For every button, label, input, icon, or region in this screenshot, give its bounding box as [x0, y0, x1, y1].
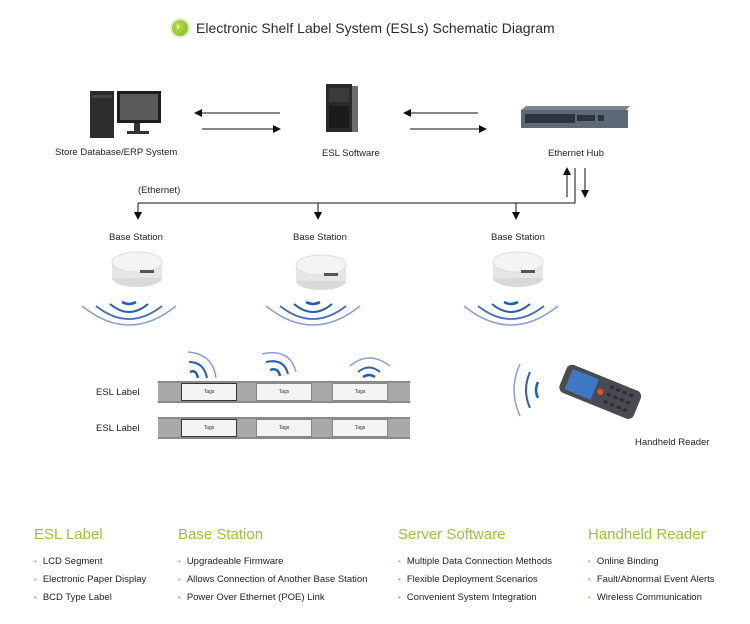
- feature-item: LCD Segment: [34, 553, 146, 571]
- feature-item: Wireless Communication: [588, 589, 715, 607]
- base-station-icon: [111, 251, 163, 287]
- base-station-label: Base Station: [491, 232, 545, 243]
- feature-item: Power Over Ethernet (POE) Link: [178, 589, 367, 607]
- ethernet-link-label: (Ethernet): [138, 185, 181, 196]
- section-heading: ESL Label: [34, 526, 103, 543]
- esl-row-label: ESL Label: [96, 387, 140, 398]
- tag-wireless-icon: [187, 351, 217, 379]
- tag-wireless-icon: [261, 352, 297, 377]
- title-chevron-icon: ›: [172, 20, 188, 36]
- esl-tag: Tags: [332, 383, 388, 401]
- section-server-software: Server Software Multiple Data Connection…: [398, 526, 552, 607]
- handheld-reader-label: Handheld Reader: [635, 437, 710, 448]
- feature-list: Upgradeable Firmware Allows Connection o…: [178, 553, 368, 607]
- base-station-icon: [492, 251, 544, 287]
- feature-list: Online Binding Fault/Abnormal Event Aler…: [588, 553, 715, 607]
- feature-item: Fault/Abnormal Event Alerts: [588, 571, 715, 589]
- store-database-label: Store Database/ERP System: [55, 147, 178, 158]
- server-tower-icon: [326, 84, 358, 132]
- schematic-diagram: [81, 84, 642, 419]
- ethernet-bus-line: [138, 168, 576, 204]
- feature-item: Flexible Deployment Scenarios: [398, 571, 552, 589]
- diagram-title: Electronic Shelf Label System (ESLs) Sch…: [196, 20, 555, 36]
- esl-tag: Tags: [256, 383, 312, 401]
- esl-tag: Tags: [181, 419, 237, 437]
- tag-wireless-icon: [349, 357, 391, 379]
- section-handheld-reader: Handheld Reader Online Binding Fault/Abn…: [588, 526, 715, 607]
- ethernet-switch-icon: [521, 106, 630, 128]
- handheld-wireless-icon: [513, 363, 540, 417]
- feature-list: LCD Segment Electronic Paper Display BCD…: [34, 553, 147, 607]
- esl-software-label: ESL Software: [322, 148, 380, 159]
- wireless-waves-icon: [81, 300, 177, 326]
- feature-item: Allows Connection of Another Base Statio…: [178, 571, 368, 589]
- esl-tag: Tags: [181, 383, 237, 401]
- feature-item: BCD Type Label: [34, 589, 146, 607]
- base-station-icon: [295, 254, 347, 290]
- feature-item: Multiple Data Connection Methods: [398, 553, 552, 571]
- esl-tag: Tags: [332, 419, 388, 437]
- feature-item: Electronic Paper Display: [34, 571, 147, 589]
- ethernet-hub-label: Ethernet Hub: [548, 148, 604, 159]
- feature-list: Multiple Data Connection Methods Flexibl…: [398, 553, 552, 607]
- wireless-waves-icon: [463, 300, 559, 326]
- section-heading: Server Software: [398, 526, 506, 543]
- feature-item: Online Binding: [588, 553, 715, 571]
- base-station-label: Base Station: [293, 232, 347, 243]
- feature-item: Convenient System Integration: [398, 589, 552, 607]
- section-heading: Handheld Reader: [588, 526, 706, 543]
- base-station-label: Base Station: [109, 232, 163, 243]
- section-heading: Base Station: [178, 526, 264, 543]
- esl-tag: Tags: [256, 419, 312, 437]
- feature-item: Upgradeable Firmware: [178, 553, 367, 571]
- handheld-reader-icon: [559, 364, 642, 419]
- desktop-computer-icon: [90, 91, 161, 138]
- wireless-waves-icon: [265, 300, 361, 326]
- section-base-station: Base Station Upgradeable Firmware Allows…: [178, 526, 367, 607]
- esl-row-label: ESL Label: [96, 423, 140, 434]
- section-esl-label: ESL Label LCD Segment Electronic Paper D…: [34, 526, 146, 607]
